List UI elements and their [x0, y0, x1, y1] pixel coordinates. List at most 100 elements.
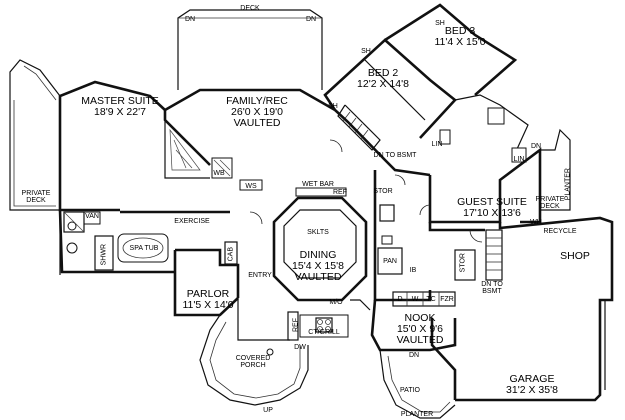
spa-tub-label: SPA TUB — [129, 245, 159, 252]
freezer-label: FZR — [440, 296, 454, 303]
kitchen-island — [299, 314, 349, 338]
guest-name: GUEST SUITE — [457, 196, 527, 208]
dining-size: 15'4 X 15'8 — [292, 260, 344, 273]
covered-porch-outline — [199, 314, 309, 406]
bed3-wall — [384, 3, 518, 96]
dn-label-guest: DN — [530, 143, 542, 150]
nook-wall — [370, 299, 457, 352]
private-deck-left-label: PRIVATE DECK — [22, 190, 51, 205]
lin-label-2: LIN — [513, 156, 525, 163]
family-size: 26'0 X 19'0 — [231, 106, 283, 119]
up-label: UP — [263, 407, 273, 414]
garage-wall — [430, 318, 457, 400]
ref-label-kitchen: REF — [292, 318, 300, 332]
parlor-name: PARLOR — [186, 288, 230, 300]
covered-porch-label: COVERED PORCH — [236, 355, 271, 370]
planter-right-label: PLANTER — [564, 168, 572, 201]
dining-note: VAULTED — [294, 271, 342, 284]
shop-wall — [455, 216, 614, 402]
wh-label: WH — [530, 219, 542, 226]
guest-size: 17'10 X 13'6 — [463, 207, 521, 220]
private-deck-outline — [9, 59, 61, 211]
bed3-name: BED 3 — [444, 25, 476, 37]
shwr-label: SHWR — [100, 244, 108, 266]
patio-outline — [379, 349, 456, 419]
parlor-wall — [175, 248, 240, 298]
nook-note: VAULTED — [396, 334, 444, 347]
dn-label-nook: DN — [408, 352, 420, 359]
parlor-size: 11'5 X 14'0 — [182, 299, 234, 312]
washer-label: W — [411, 296, 419, 303]
stairs-dn-to-bsmt — [337, 104, 381, 151]
master-suite-wall — [58, 80, 166, 212]
cooktop-grill-label: CT/GRILL — [308, 329, 340, 336]
ib-label: IB — [409, 267, 417, 274]
dryer-label: D — [397, 296, 403, 303]
planter-bottom-label: PLANTER — [400, 411, 434, 418]
private-deck-right-text: PRIVATE DECK — [535, 196, 565, 211]
garage-name: GARAGE — [509, 373, 555, 385]
nook-size: 15'0 X 9'6 — [396, 323, 444, 336]
pantry-label: PAN — [383, 258, 397, 265]
skylights-label: SKLTS — [307, 229, 329, 236]
master-size: 18'9 X 22'7 — [94, 106, 146, 119]
dining-name: DINING — [299, 249, 337, 261]
skylight-outline — [283, 209, 357, 279]
dn-to-bsmt-garage-label: DN TO BSMT — [481, 281, 503, 296]
nook-name: NOOK — [404, 312, 436, 324]
stor-label-2: STOR — [459, 253, 467, 273]
dn-label-deck-left: DN — [184, 16, 196, 23]
right-private-deck — [540, 128, 571, 211]
covered-porch-text: COVERED PORCH — [235, 355, 271, 370]
garage-stairs — [485, 229, 503, 281]
family-name: FAMILY/REC — [226, 95, 288, 107]
wet-bar-label: WET BAR — [302, 181, 334, 188]
sh-label-bed3: SH — [435, 20, 445, 27]
master-name: MASTER SUITE — [81, 95, 159, 107]
microwave-oven-label: M/O — [329, 299, 343, 306]
dn-label-deck-right: DN — [305, 16, 317, 23]
dn-to-bsmt-garage-text: DN TO BSMT — [481, 281, 503, 296]
family-note: VAULTED — [233, 117, 281, 130]
entry-label: ENTRY — [248, 272, 272, 279]
deck-outline — [177, 9, 323, 90]
private-deck-left-text: PRIVATE DECK — [21, 190, 51, 205]
ws-label: WS — [245, 183, 257, 190]
patio-label: PATIO — [400, 387, 420, 394]
laundry-row — [392, 291, 456, 307]
tc-label: TC — [426, 296, 436, 303]
dn-to-bsmt-label: DN TO BSMT — [373, 152, 417, 159]
garage-size: 31'2 X 35'8 — [506, 384, 558, 397]
van-label: VAN — [85, 213, 99, 220]
stor-label-1: STOR — [373, 188, 393, 195]
bed2-size: 12'2 X 14'8 — [357, 78, 409, 91]
wb-label: WB — [213, 170, 225, 177]
shop-label: SHOP — [560, 250, 590, 262]
sh-label-hall: SH — [328, 103, 338, 110]
lin-label-1: LIN — [431, 141, 443, 148]
sh-label-bed2: SH — [361, 48, 371, 55]
wet-bar-counter — [295, 187, 347, 197]
family-room-wall — [164, 88, 336, 112]
cab-label: CAB — [227, 247, 235, 262]
exercise-label: EXERCISE — [174, 218, 210, 225]
ref-label-bar: REF — [333, 189, 347, 196]
deck-label: DECK — [240, 5, 260, 12]
dw-label: DW — [294, 344, 306, 351]
spa-tub — [117, 233, 169, 263]
bed3-size: 11'4 X 15'0 — [434, 36, 486, 49]
dining-room-wall — [272, 196, 368, 302]
recycle-label: RECYCLE — [543, 228, 577, 235]
bed2-wall — [323, 38, 457, 139]
